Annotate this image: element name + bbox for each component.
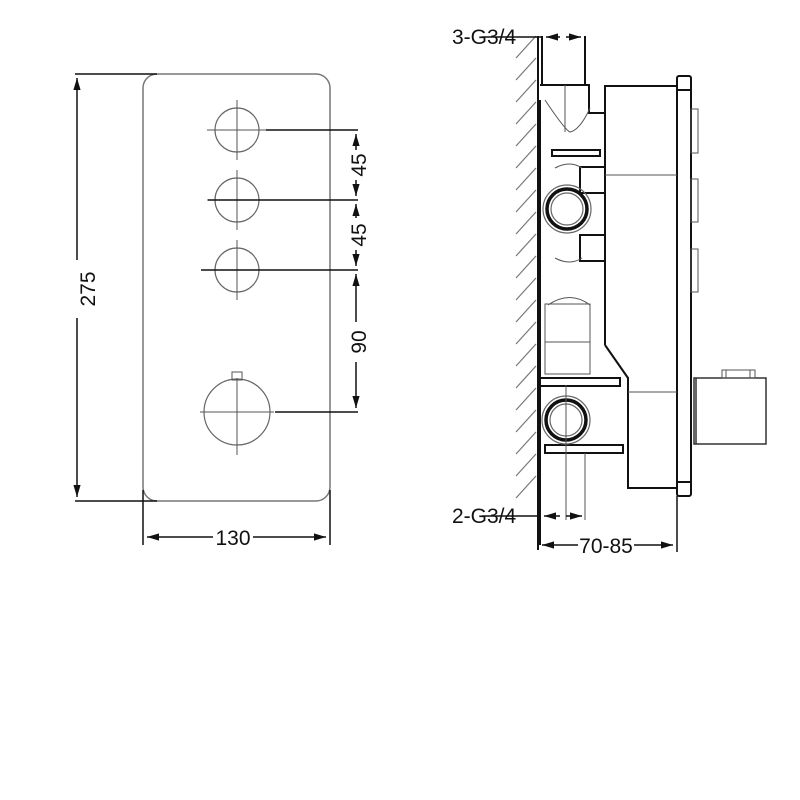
thermostatic-knob — [200, 371, 274, 455]
bottom-inlet-label: 2-G3/4 — [452, 505, 517, 528]
front-view: 275 130 — [73, 73, 371, 550]
faceplate-outline — [142, 73, 331, 502]
button-stub-2 — [690, 178, 699, 223]
spacing-2-label: 45 — [348, 223, 371, 246]
knob-side-profile — [693, 369, 767, 445]
depth-dimension-label: 70-85 — [579, 535, 633, 558]
top-outlet-label: 3-G3/4 — [452, 26, 517, 49]
button-1 — [207, 100, 267, 160]
outlet-port-ring — [542, 184, 592, 234]
button-stub-1 — [690, 108, 699, 154]
spacing-1-label: 45 — [348, 153, 371, 176]
wall-hatching — [515, 35, 537, 499]
width-dimension-label: 130 — [215, 527, 250, 550]
side-view: 3-G3/4 — [452, 26, 767, 558]
spacing-3-label: 90 — [348, 330, 371, 353]
height-dimension-label: 275 — [77, 271, 100, 306]
button-stub-3 — [690, 248, 699, 293]
